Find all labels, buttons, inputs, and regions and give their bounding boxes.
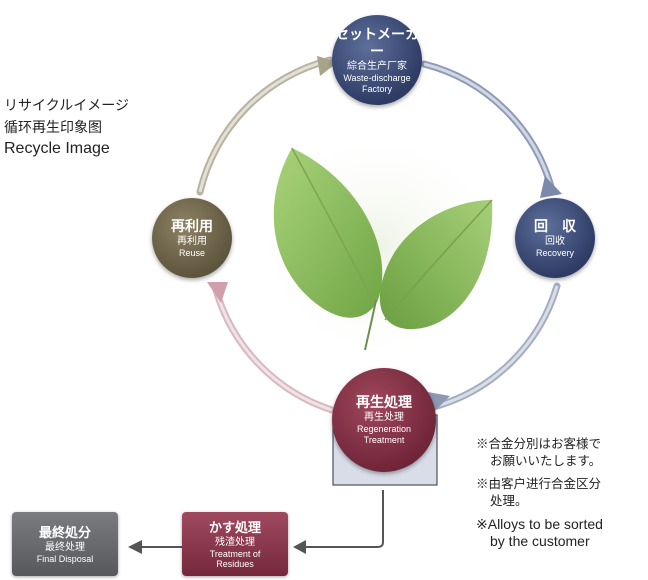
node-bottom-cn: 再生处理 <box>364 412 404 423</box>
note-jp-line2: お願いいたします。 <box>490 454 602 468</box>
box-final-disposal: 最終処分 最终处理 Final Disposal <box>12 512 118 576</box>
box-residue-en2: Residues <box>216 558 254 569</box>
box-residue-cn: 残渣处理 <box>215 536 255 548</box>
box-final-jp: 最終処分 <box>38 524 91 540</box>
leaves-illustration <box>273 147 493 351</box>
note-en-line1: ※Alloys to be sorted <box>476 516 603 532</box>
box-final-en: Final Disposal <box>36 553 94 564</box>
note-en-line2: by the customer <box>490 533 590 549</box>
title-cn: 循环再生印象图 <box>4 119 102 135</box>
note-cn-line1: ※由客户进行合金区分 <box>476 477 602 491</box>
node-recovery: 回 収 回收 Recovery <box>515 198 595 278</box>
note-jp: ※合金分別はお客様で お願いいたします。 <box>476 436 603 470</box>
note-cn-line2: 处理。 <box>490 494 528 508</box>
node-bottom-en2: Treatment <box>363 435 405 445</box>
node-left-cn: 再利用 <box>177 235 207 247</box>
node-top-cn: 綜合生产厂家 <box>347 60 407 72</box>
node-waste-discharge-factory: セットメーカー 綜合生产厂家 Waste-discharge Factory <box>332 15 422 105</box>
box-final-cn: 最终处理 <box>45 541 85 553</box>
node-left-jp: 再利用 <box>171 217 213 234</box>
node-top-en1: Waste-discharge <box>343 72 411 83</box>
node-right-jp: 回 収 <box>534 217 576 234</box>
node-reuse: 再利用 再利用 Reuse <box>152 198 232 278</box>
node-top-jp: セットメーカー <box>335 25 419 59</box>
node-right-cn: 回收 <box>545 235 565 247</box>
node-regeneration-treatment: 再生処理 再生处理 Regeneration Treatment <box>332 368 436 472</box>
notes-block: ※合金分別はお客様で お願いいたします。 ※由客户进行合金区分 处理。 ※All… <box>476 436 603 556</box>
node-bottom-jp: 再生処理 <box>356 394 412 410</box>
box-treatment-of-residues: かす処理 残渣处理 Treatment of Residues <box>182 512 288 576</box>
arrow-to-reuse-icon <box>207 282 228 303</box>
node-right-en: Recovery <box>535 247 574 258</box>
node-left-en: Reuse <box>178 247 205 258</box>
arrow-to-residues-icon <box>293 540 306 554</box>
title-en: Recycle Image <box>4 140 110 157</box>
note-cn: ※由客户进行合金区分 处理。 <box>476 476 603 510</box>
title-jp: リサイクルイメージ <box>4 97 130 113</box>
box-residue-jp: かす処理 <box>208 519 261 535</box>
node-bottom-en1: Regeneration <box>356 424 412 434</box>
box-residue-en1: Treatment of <box>209 548 261 559</box>
arrow-to-final-icon <box>128 540 142 554</box>
note-jp-line1: ※合金分別はお客様で <box>476 437 602 451</box>
arrow-to-recovery-icon <box>540 176 562 198</box>
note-en: ※Alloys to be sorted by the customer <box>476 516 603 550</box>
title-block: リサイクルイメージ 循环再生印象图 Recycle Image <box>4 94 129 160</box>
node-top-en2: Factory <box>361 83 392 94</box>
connector-to-residues <box>302 490 384 548</box>
